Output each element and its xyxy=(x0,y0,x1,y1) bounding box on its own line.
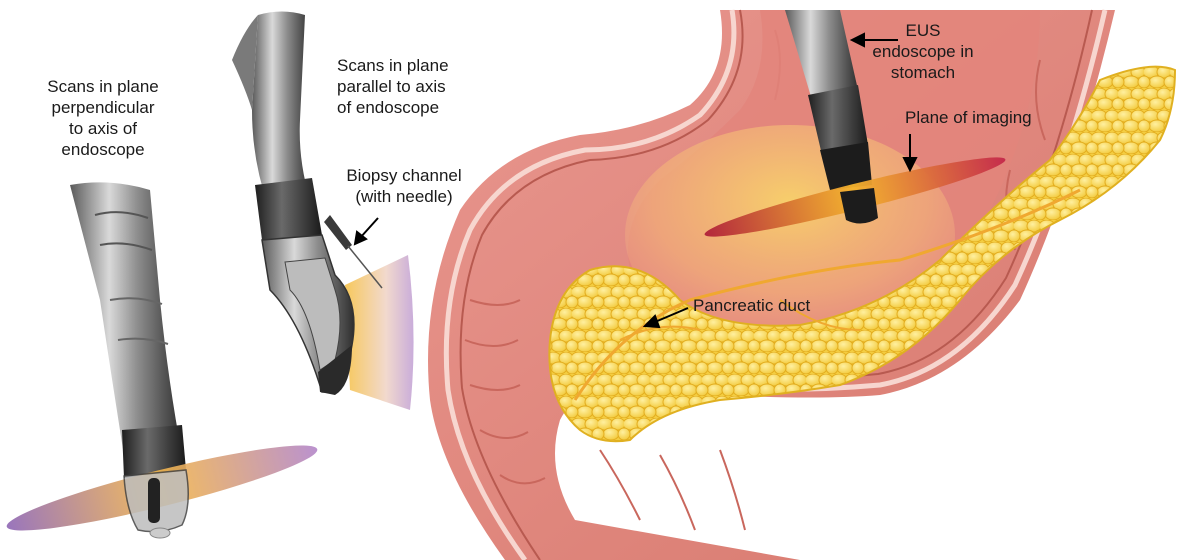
label-line: EUS xyxy=(868,20,978,41)
label-line: perpendicular xyxy=(38,97,168,118)
imaging-fan-parallel xyxy=(345,255,414,410)
label-pancreatic-duct: Pancreatic duct xyxy=(693,295,810,316)
label-line: endoscope xyxy=(38,139,168,160)
label-line: endoscope in xyxy=(868,41,978,62)
arrow-biopsy xyxy=(355,218,378,244)
label-line: Biopsy channel xyxy=(334,165,474,186)
label-plane-of-imaging: Plane of imaging xyxy=(905,107,1032,128)
eus-endoscope-tip xyxy=(840,188,878,224)
label-line: to axis of xyxy=(38,118,168,139)
label-line: stomach xyxy=(868,62,978,83)
label-line: Scans in plane xyxy=(337,55,449,76)
label-line: parallel to axis xyxy=(337,76,449,97)
label-parallel: Scans in plane parallel to axis of endos… xyxy=(337,55,449,118)
stomach xyxy=(428,10,1115,560)
label-eus-endoscope: EUS endoscope in stomach xyxy=(868,20,978,83)
label-line: Scans in plane xyxy=(38,76,168,97)
endoscope-tip-perpendicular xyxy=(124,470,188,538)
endoscope-perpendicular xyxy=(70,182,186,478)
label-line: of endoscope xyxy=(337,97,449,118)
label-line: (with needle) xyxy=(334,186,474,207)
label-biopsy-channel: Biopsy channel (with needle) xyxy=(334,165,474,207)
label-perpendicular: Scans in plane perpendicular to axis of … xyxy=(38,76,168,160)
